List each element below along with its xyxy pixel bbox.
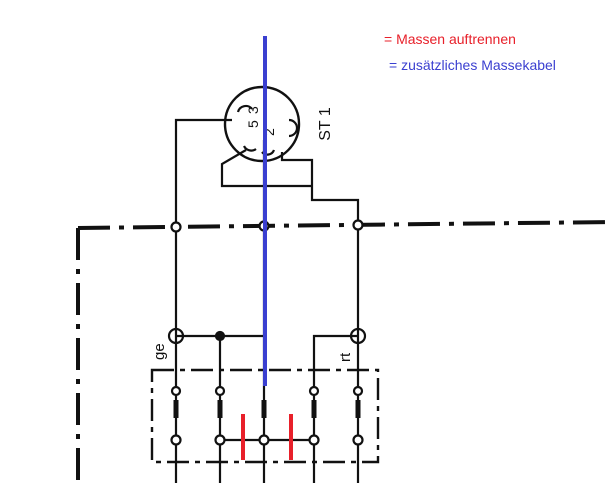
junction-left [170, 221, 182, 233]
connector-pin-top [236, 104, 253, 113]
contact-node-2 [214, 385, 226, 397]
legend-extra-ground-cable: = zusätzliches Massekabel [389, 57, 556, 73]
contact-node-1 [170, 385, 182, 397]
wire-label-rt: rt [337, 352, 354, 362]
lower-node-4 [308, 434, 320, 446]
contact-node-5 [352, 385, 364, 397]
lower-node-1 [170, 434, 182, 446]
wire-right-from-connector [280, 152, 360, 483]
ground-bus-horizontal [77, 220, 612, 230]
terminal-block-frame [150, 368, 380, 464]
terminal-contacts [173, 400, 361, 418]
junction-right [352, 219, 364, 231]
connector-pin-right [288, 118, 299, 138]
lower-node-5 [352, 434, 364, 446]
wire-left-from-connector [174, 118, 232, 483]
connector-pin-2: 2 [261, 128, 277, 136]
connector-pin-5: 5 [245, 120, 261, 128]
connector-st1-body [223, 85, 301, 163]
lower-node-3 [258, 434, 270, 446]
connector-pin-bottom-left [243, 145, 257, 152]
connector-label: ST 1 [317, 107, 334, 141]
contact-node-4 [308, 385, 320, 397]
connector-pin-bottom [261, 149, 276, 156]
wire-rt [312, 334, 358, 483]
schematic-lines [76, 85, 612, 483]
connector-pin-3: 3 [245, 106, 261, 114]
wire-label-ge: ge [151, 343, 168, 360]
lower-node-2 [214, 434, 226, 446]
legend-cut-ground: = Massen auftrennen [384, 31, 516, 47]
